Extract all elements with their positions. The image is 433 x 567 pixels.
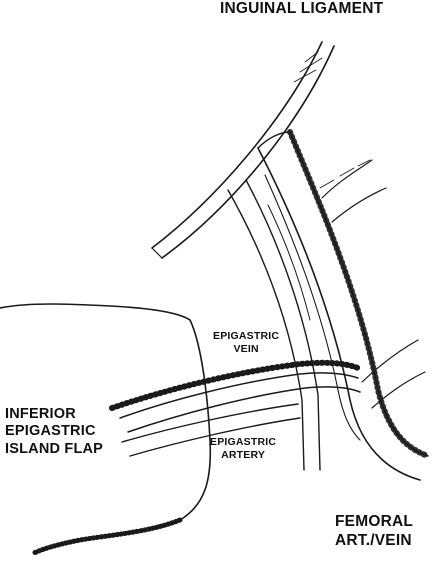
label-epigastric-artery-line2: ARTERY <box>210 449 276 462</box>
label-epigastric-vein-line1: EPIGASTRIC <box>213 330 279 343</box>
label-island-flap: INFERIOR EPIGASTRIC ISLAND FLAP <box>5 406 103 458</box>
label-island-flap-line1: INFERIOR <box>5 406 103 423</box>
inguinal-ligament <box>152 42 334 258</box>
label-epigastric-artery: EPIGASTRIC ARTERY <box>210 436 276 461</box>
label-epigastric-vein: EPIGASTRIC VEIN <box>213 330 279 355</box>
label-epigastric-vein-line2: VEIN <box>213 343 279 356</box>
label-femoral-line2: ART./VEIN <box>335 532 413 551</box>
label-island-flap-line3: ISLAND FLAP <box>5 441 103 458</box>
epigastric-vein-vessel <box>112 363 360 432</box>
label-femoral: FEMORAL ART./VEIN <box>335 513 413 550</box>
label-inguinal-ligament: INGUINAL LIGAMENT <box>220 0 383 19</box>
label-femoral-line1: FEMORAL <box>335 513 413 532</box>
label-epigastric-artery-line1: EPIGASTRIC <box>210 436 276 449</box>
label-island-flap-line2: EPIGASTRIC <box>5 423 103 440</box>
femoral-vessel <box>258 132 428 480</box>
epigastric-trunk <box>228 180 320 470</box>
